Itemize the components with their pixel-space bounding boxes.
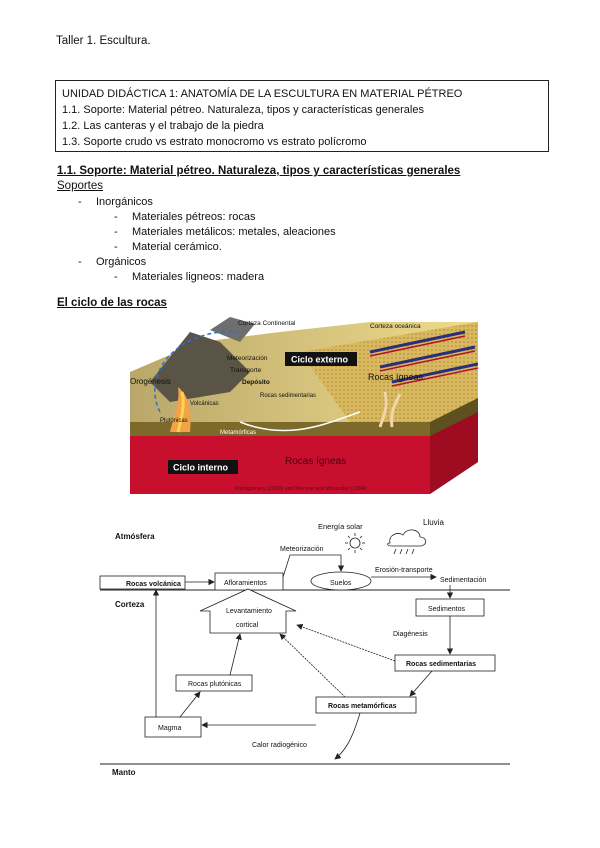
label-diagenesis: Diagénesis: [393, 631, 428, 638]
outline-group-inorganic: -Inorgánicos: [78, 196, 153, 208]
box-rocas-sedimentarias: [394, 654, 496, 672]
label-atmosfera: Atmósfera: [115, 532, 155, 541]
label-afloramientos: Afloramientos: [224, 580, 267, 587]
outline-item: -Materiales metálicos: metales, aleacion…: [114, 226, 336, 238]
unit-title: UNIDAD DIDÁCTICA 1: ANATOMÍA DE LA ESCUL…: [62, 88, 463, 100]
label-volcanicas: Volcánicas: [190, 401, 219, 407]
label-meteorizacion: Meteorización: [227, 355, 268, 362]
box-suelos: [310, 571, 372, 591]
label-rocas-igneas-top: Rocas ígneas: [368, 372, 424, 382]
rain-cloud-icon: [387, 529, 427, 555]
outline-item: -Materiales ligneos: madera: [114, 271, 265, 283]
mountain: [150, 332, 250, 402]
label-metamorficas: Metamórficas: [220, 430, 256, 436]
page-header: Taller 1. Escultura.: [56, 35, 151, 47]
label-levantamiento: Levantamiento: [226, 608, 272, 615]
ciclo-externo-badge: [285, 352, 357, 366]
label-rocas-plutonicas: Rocas plutónicas: [188, 681, 242, 688]
ciclo-interno-badge: [168, 460, 238, 474]
rock-cycle-illustration: Corteza Continental Corteza oceánica Met…: [130, 312, 478, 496]
label-corteza: Corteza: [115, 600, 145, 609]
oceanic-crust: [300, 322, 478, 422]
section-title: 1.1. Soporte: Material pétreo. Naturalez…: [57, 165, 461, 177]
label-ciclo-externo: Ciclo externo: [291, 355, 349, 365]
label-credit: Montgomery (1990) and Monroe and Wicande…: [235, 486, 367, 492]
unit-item: 1.2. Las canteras y el trabajo de la pie…: [62, 120, 264, 132]
outline-item: -Material cerámico.: [114, 241, 222, 253]
label-deposito: Depósito: [242, 379, 270, 386]
rock-cycle-diagram: Atmósfera Energía solar Lluvia Meteoriza…: [99, 518, 510, 777]
label-lluvia: Lluvia: [423, 518, 444, 527]
label-calor-radiogenico: Calor radiogénico: [252, 742, 307, 749]
box-levantamiento-cortical: [199, 588, 297, 634]
unit-summary-box: UNIDAD DIDÁCTICA 1: ANATOMÍA DE LA ESCUL…: [55, 80, 549, 152]
label-cortical: cortical: [236, 622, 259, 629]
outline-group-organic: -Orgánicos: [78, 256, 147, 268]
outline-group-label: Inorgánicos: [96, 196, 153, 208]
section-subtitle: Soportes: [57, 180, 104, 192]
box-magma: [144, 716, 202, 738]
label-corteza-continental: Corteza Continental: [238, 320, 296, 327]
outline-item: -Materiales pétreos: rocas: [114, 211, 256, 223]
label-erosion-transporte: Erosión-transporte: [375, 567, 433, 574]
label-manto: Manto: [112, 768, 136, 777]
label-rocas-metamorficas: Rocas metamórficas: [328, 703, 397, 710]
rock-cycle-title: El ciclo de las rocas: [57, 297, 167, 309]
label-sedimentacion: Sedimentación: [440, 577, 486, 584]
magma-plume: [170, 387, 191, 432]
label-meteorizacion-diag: Meteorización: [280, 546, 324, 553]
box-rocas-plutonicas: [175, 674, 253, 692]
unit-item: 1.1. Soporte: Material pétreo. Naturalez…: [62, 104, 424, 116]
label-energia-solar: Energía solar: [318, 522, 363, 531]
box-rocas-metamorficas: [315, 696, 417, 714]
label-plutonicas: Plutónicas: [160, 418, 188, 424]
label-rocas-sedimentarias-diag: Rocas sedimentarias: [406, 661, 476, 668]
box-rocas-volcanicas: [99, 575, 186, 590]
sun-icon: [345, 533, 365, 553]
label-ciclo-interno: Ciclo interno: [173, 463, 229, 473]
outline-group-label: Orgánicos: [96, 256, 147, 268]
label-suelos: Suelos: [330, 580, 352, 587]
unit-item: 1.3. Soporte crudo vs estrato monocromo …: [62, 136, 367, 148]
label-orogenesis: Orogénesis: [130, 377, 171, 386]
label-magma: Magma: [158, 725, 181, 732]
label-sedimentos: Sedimentos: [428, 606, 465, 613]
label-transporte: Transporte: [230, 367, 262, 374]
label-corteza-oceanica: Corteza oceánica: [370, 323, 421, 330]
label-rocas-volcanicas: Rocas volcánica: [126, 581, 181, 588]
label-rocas-igneas-bottom: Rocas ígneas: [285, 456, 346, 467]
label-rocas-sedimentarias: Rocas sedimentarias: [260, 393, 316, 399]
